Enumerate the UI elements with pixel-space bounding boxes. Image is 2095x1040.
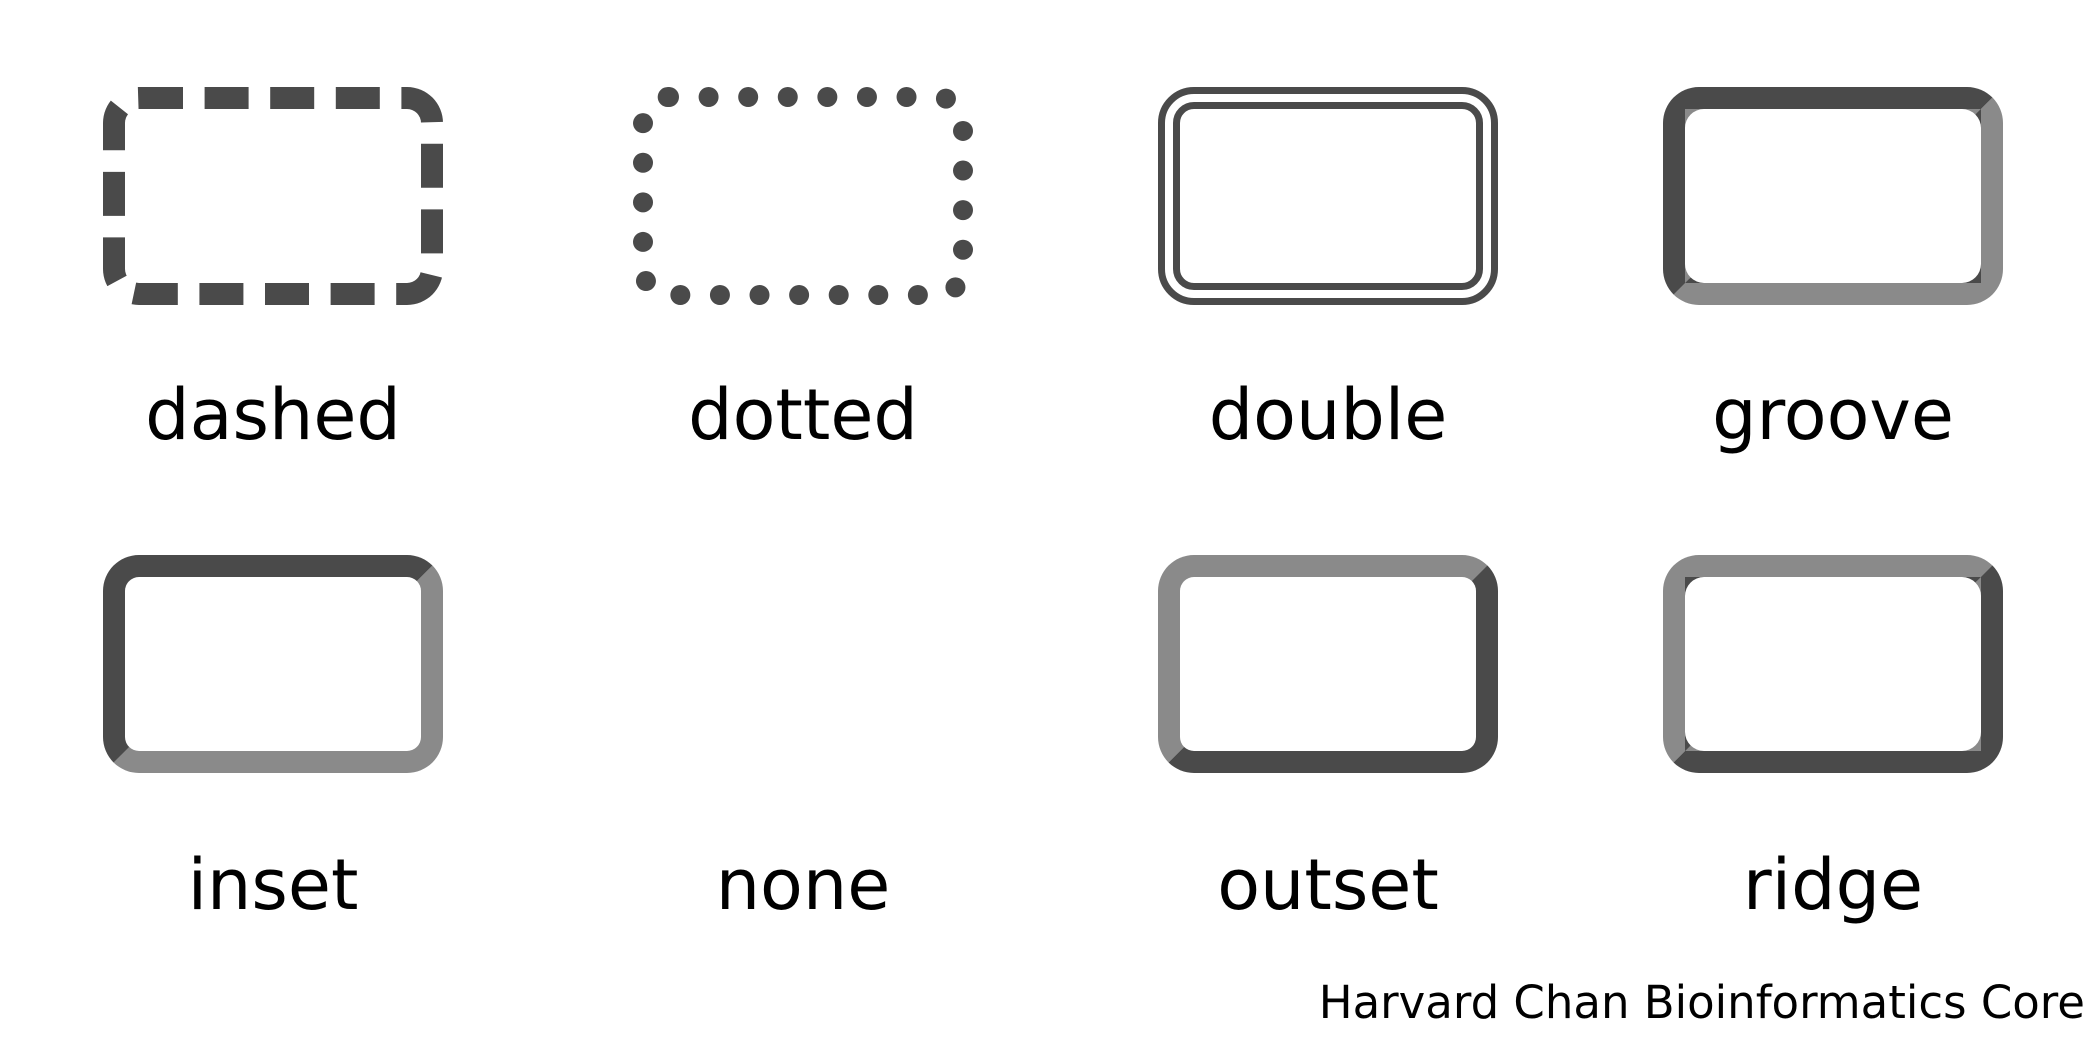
none-border-box <box>633 555 973 773</box>
outset-label: outset <box>1217 844 1439 926</box>
border-style-none: none <box>530 465 1070 920</box>
dashed-border-box <box>103 87 443 305</box>
border-style-dashed: dashed <box>0 0 540 450</box>
none-label: none <box>715 844 891 926</box>
outset-border-box <box>1158 555 1498 773</box>
ridge-label: ridge <box>1742 844 1924 926</box>
border-style-outset: outset <box>1055 465 1595 920</box>
ridge-border-box <box>1663 555 2003 773</box>
dotted-label: dotted <box>688 374 918 456</box>
groove-border-box <box>1663 87 2003 305</box>
dashed-label: dashed <box>145 374 401 456</box>
groove-label: groove <box>1712 374 1954 456</box>
border-style-double: double <box>1055 0 1595 450</box>
dotted-border-box <box>633 87 973 305</box>
inset-border-box <box>103 555 443 773</box>
double-border-box <box>1158 87 1498 305</box>
border-style-groove: groove <box>1560 0 2095 450</box>
credit-text: Harvard Chan Bioinformatics Core <box>1318 976 2085 1029</box>
border-style-ridge: ridge <box>1560 465 2095 920</box>
border-style-dotted: dotted <box>530 0 1070 450</box>
inset-label: inset <box>187 844 359 926</box>
double-label: double <box>1208 374 1448 456</box>
border-style-inset: inset <box>0 465 540 920</box>
